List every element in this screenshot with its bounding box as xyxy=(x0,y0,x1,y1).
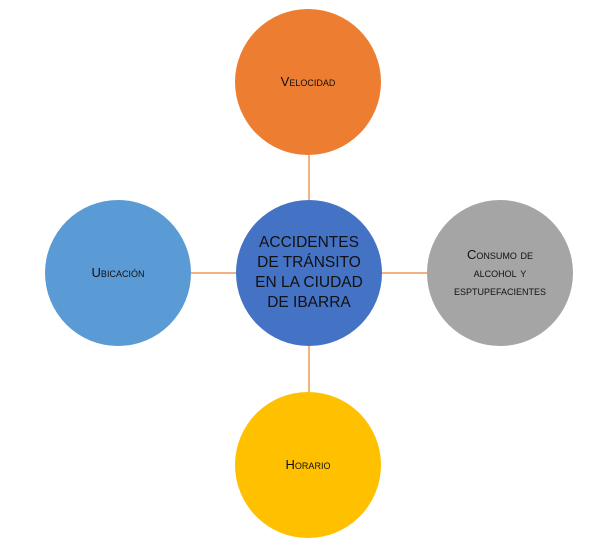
center-node: ACCIDENTES DE TRÁNSITO EN LA CIUDAD DE I… xyxy=(236,200,382,346)
connector-top xyxy=(308,155,310,200)
center-label-line: DE IBARRA xyxy=(267,294,351,311)
center-label-line: ACCIDENTES xyxy=(259,234,359,251)
node-consumo: Consumo de alcohol y esptupefacientes xyxy=(427,200,573,346)
node-label: Horario xyxy=(285,457,331,472)
node-label: Velocidad xyxy=(280,74,336,89)
node-label: Ubicación xyxy=(91,265,145,280)
node-ubicacion: Ubicación xyxy=(45,200,191,346)
node-label-line: esptupefacientes xyxy=(453,283,547,298)
node-velocidad: Velocidad xyxy=(235,9,381,155)
connector-bottom xyxy=(308,345,310,392)
node-horario: Horario xyxy=(235,392,381,538)
center-label-line: EN LA CIUDAD xyxy=(255,274,363,291)
center-label-line: DE TRÁNSITO xyxy=(257,254,361,271)
connector-right xyxy=(381,272,427,274)
node-label-line: Consumo de xyxy=(466,247,533,262)
node-label-line: alcohol y xyxy=(473,265,527,280)
connector-left xyxy=(191,272,236,274)
